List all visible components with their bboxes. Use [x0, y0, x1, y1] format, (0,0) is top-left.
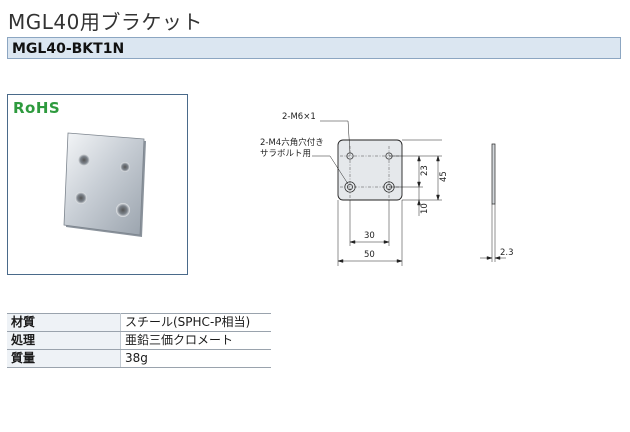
spec-key: 材質	[7, 313, 121, 332]
page-title: MGL40用ブラケット	[8, 10, 203, 34]
spec-row-material: 材質 スチール(SPHC-P相当)	[7, 313, 271, 332]
spec-value: 亜鉛三価クロメート	[120, 331, 271, 350]
spec-row-treatment: 処理 亜鉛三価クロメート	[7, 331, 271, 350]
hole-top-right	[120, 162, 130, 172]
technical-drawing: 2-M6×1 2-M4六角穴付き サラボルト用 30 50	[260, 112, 514, 266]
spec-row-mass: 質量 38g	[7, 349, 271, 368]
dim-2-3: 2.3	[500, 248, 514, 258]
dim-10: 10	[420, 203, 430, 214]
spec-table: 材質 スチール(SPHC-P相当) 処理 亜鉛三価クロメート 質量 38g	[7, 313, 271, 368]
hole-bottom-left	[75, 192, 87, 204]
dim-30: 30	[364, 231, 375, 241]
spec-value: スチール(SPHC-P相当)	[120, 313, 271, 332]
dim-45: 45	[439, 171, 449, 182]
spec-value: 38g	[120, 349, 271, 368]
label-m4-line2: サラボルト用	[260, 149, 311, 159]
product-photo-panel: RoHS	[7, 94, 188, 275]
dim-50: 50	[364, 250, 375, 260]
bracket-photo	[63, 132, 146, 237]
rohs-badge: RoHS	[13, 99, 61, 117]
label-m4-line1: 2-M4六角穴付き	[260, 137, 324, 148]
hole-bottom-right	[116, 203, 130, 217]
dim-23: 23	[420, 165, 430, 176]
spec-key: 処理	[7, 331, 121, 350]
spec-key: 質量	[7, 349, 121, 368]
hole-top-left	[78, 154, 90, 166]
label-m6: 2-M6×1	[282, 112, 316, 122]
model-header: MGL40-BKT1N	[7, 37, 621, 59]
plate-side-view	[491, 143, 496, 205]
model-number: MGL40-BKT1N	[12, 41, 125, 57]
